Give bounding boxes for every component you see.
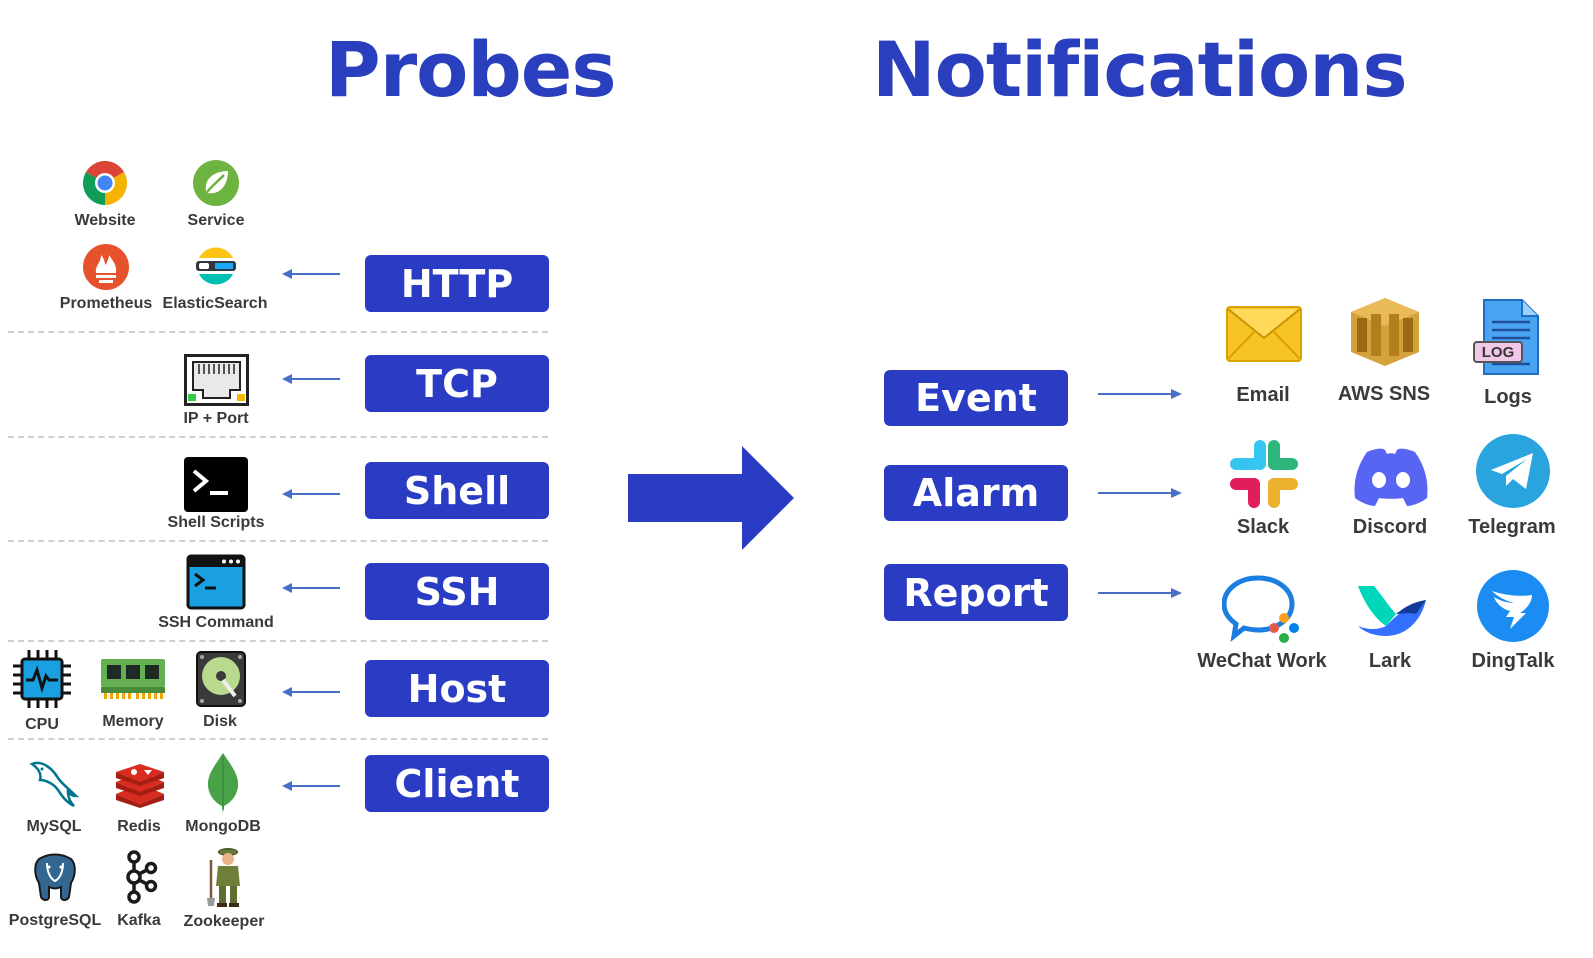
- source-label: Shell Scripts: [167, 514, 265, 531]
- channel-label: AWS SNS: [1337, 383, 1431, 405]
- ethernet-port-icon: [184, 354, 249, 406]
- telegram-icon: [1476, 434, 1550, 508]
- channel-label: Email: [1236, 384, 1290, 406]
- notification-alarm-button[interactable]: Alarm: [884, 465, 1068, 521]
- source-label: Redis: [117, 818, 161, 835]
- source-label: Memory: [102, 713, 164, 730]
- slack-icon: [1230, 440, 1298, 508]
- redis-icon: [116, 764, 164, 808]
- probe-shell-button[interactable]: Shell: [365, 462, 549, 519]
- channel-label: WeChat Work: [1197, 650, 1327, 672]
- mongodb-icon: [207, 753, 239, 813]
- arrow-right-icon: [1098, 588, 1182, 598]
- arrow-left-icon: [282, 583, 340, 593]
- logs-icon: LOG: [1473, 299, 1539, 375]
- arrow-left-icon: [282, 687, 340, 697]
- source-label: Kafka: [117, 912, 161, 929]
- divider: [8, 436, 548, 438]
- zookeeper-icon: [207, 848, 240, 907]
- arrow-right-icon: [1098, 488, 1182, 498]
- notification-event-button[interactable]: Event: [884, 370, 1068, 426]
- email-icon: [1226, 306, 1302, 362]
- terminal-icon: [184, 457, 248, 512]
- aws-sns-icon: [1351, 298, 1419, 366]
- arrow-left-icon: [282, 374, 340, 384]
- ssh-window-icon: [186, 554, 246, 610]
- channel-label: DingTalk: [1471, 650, 1555, 672]
- arrow-right-icon: [1098, 389, 1182, 399]
- source-label: PostgreSQL: [8, 912, 102, 929]
- probe-http-button[interactable]: HTTP: [365, 255, 549, 312]
- divider: [8, 331, 548, 333]
- source-label: Zookeeper: [183, 913, 265, 930]
- logs-badge: LOG: [1482, 344, 1515, 361]
- source-label: CPU: [25, 716, 59, 733]
- source-label: IP + Port: [183, 410, 249, 427]
- notifications-title: Notifications: [872, 25, 1408, 114]
- source-label: ElasticSearch: [162, 295, 268, 312]
- memory-icon: [101, 659, 165, 699]
- probe-ssh-button[interactable]: SSH: [365, 563, 549, 620]
- arrow-left-icon: [282, 269, 340, 279]
- divider: [8, 640, 548, 642]
- dingtalk-icon: [1477, 570, 1549, 642]
- arrow-left-icon: [282, 489, 340, 499]
- kafka-icon: [126, 850, 158, 904]
- channel-label: Discord: [1352, 516, 1428, 538]
- channel-label: Telegram: [1468, 516, 1556, 538]
- probe-client-button[interactable]: Client: [365, 755, 549, 812]
- notification-report-button[interactable]: Report: [884, 564, 1068, 621]
- wechat-work-icon: [1222, 575, 1299, 643]
- mysql-icon: [29, 761, 80, 808]
- disk-icon: [196, 651, 246, 707]
- cpu-icon: [13, 650, 71, 708]
- chrome-icon: [83, 161, 127, 205]
- channel-label: Logs: [1484, 386, 1532, 408]
- postgresql-icon: [34, 853, 76, 901]
- big-arrow-right-icon: [628, 446, 794, 550]
- source-label: Prometheus: [59, 295, 153, 312]
- source-label: MongoDB: [185, 818, 261, 835]
- elasticsearch-icon: [196, 247, 236, 285]
- probes-title: Probes: [325, 25, 617, 114]
- divider: [8, 540, 548, 542]
- source-label: Disk: [203, 713, 237, 730]
- discord-icon: [1354, 448, 1428, 506]
- source-label: Service: [187, 212, 245, 229]
- divider: [8, 738, 548, 740]
- source-label: Website: [74, 212, 136, 229]
- channel-label: Slack: [1236, 516, 1290, 538]
- prometheus-icon: [83, 244, 129, 290]
- channel-label: Lark: [1368, 650, 1412, 672]
- source-label: MySQL: [26, 818, 82, 835]
- probe-tcp-button[interactable]: TCP: [365, 355, 549, 412]
- probe-host-button[interactable]: Host: [365, 660, 549, 717]
- lark-icon: [1358, 586, 1426, 636]
- spring-icon: [193, 160, 239, 206]
- arrow-left-icon: [282, 781, 340, 791]
- source-label: SSH Command: [158, 614, 274, 631]
